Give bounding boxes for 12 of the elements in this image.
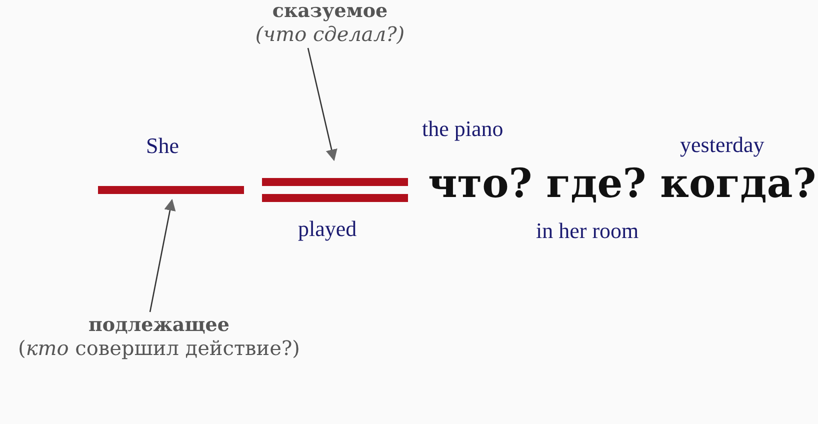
question-text: что? где? когда? <box>428 160 816 207</box>
question-note: (что сделал?) <box>255 22 405 46</box>
sentence-word: played <box>298 216 357 242</box>
term-heading: сказуемое <box>272 0 388 22</box>
term-heading: подлежащее <box>88 314 230 336</box>
example-word: yesterday <box>680 132 764 158</box>
question-note: (кто совершил действие?) <box>18 336 300 360</box>
sentence-word: She <box>146 133 179 159</box>
arrow <box>149 198 176 312</box>
example-word: the piano <box>422 116 504 142</box>
example-word: in her room <box>536 218 639 244</box>
arrow <box>307 48 338 162</box>
